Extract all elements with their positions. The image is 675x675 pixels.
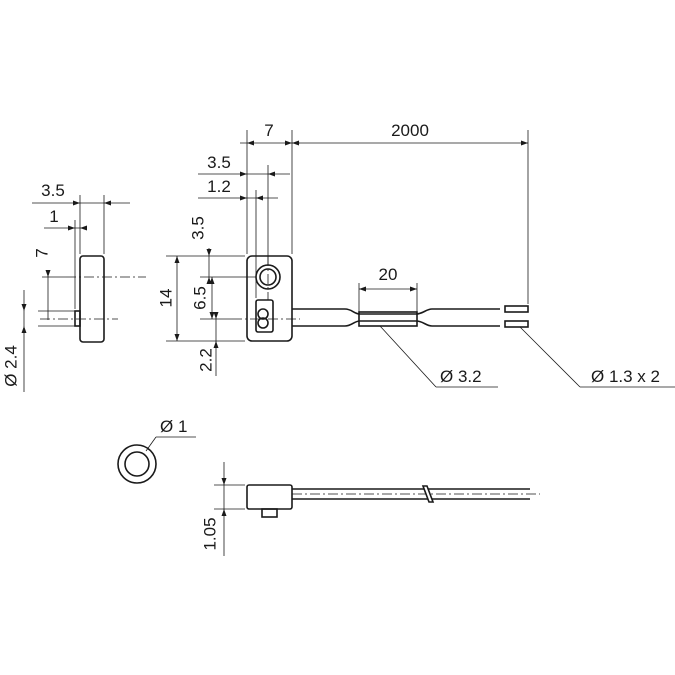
pin-detail: Ø 1	[117, 417, 196, 484]
dim-side-width: 3.5	[41, 181, 65, 200]
front-view-body	[246, 255, 293, 342]
bottom-view-body	[246, 484, 293, 510]
dim-sleeve-length: 20	[379, 265, 398, 284]
dim-side-height: 7	[32, 248, 51, 257]
pin-detail-outer	[117, 444, 157, 484]
dim-front-hole-to-pin: 6.5	[190, 286, 209, 310]
pin-detail-inner	[124, 451, 150, 477]
dim-side-offset: 1	[49, 207, 58, 226]
cable-break-mark	[421, 485, 435, 503]
dim-front-hole-y: 3.5	[188, 216, 207, 240]
cable-lower	[292, 320, 500, 327]
dim-sleeve-diameter: Ø 3.2	[440, 367, 482, 386]
dim-wire-spec: Ø 1.3 x 2	[591, 367, 660, 386]
dim-pin-diameter: Ø 1	[160, 417, 187, 436]
side-view-body	[79, 255, 105, 343]
dim-cable-length: 2000	[391, 121, 429, 140]
cable-upper	[292, 308, 500, 315]
cable-sleeve	[358, 311, 418, 327]
dim-front-hole-x: 3.5	[207, 153, 231, 172]
side-view-pin	[74, 310, 81, 327]
dim-front-pin-to-bottom: 2.2	[196, 348, 215, 372]
dim-front-height: 14	[156, 289, 175, 308]
dim-side-pin-diameter: Ø 2.4	[1, 345, 20, 387]
side-view: 3.5 1 7 Ø 2.4	[1, 181, 146, 392]
cable-end-lower	[504, 320, 529, 328]
pin-housing	[255, 299, 274, 333]
front-view: 7 2000 3.5 1.2 3.5 14 6.5	[156, 121, 675, 388]
bottom-view-pin	[261, 508, 278, 518]
cable-end-upper	[504, 305, 529, 313]
bottom-view: 1.05	[200, 462, 540, 556]
dim-pin-length: 1.05	[200, 517, 219, 550]
dim-front-pin-x: 1.2	[207, 177, 231, 196]
dim-front-width: 7	[264, 121, 273, 140]
